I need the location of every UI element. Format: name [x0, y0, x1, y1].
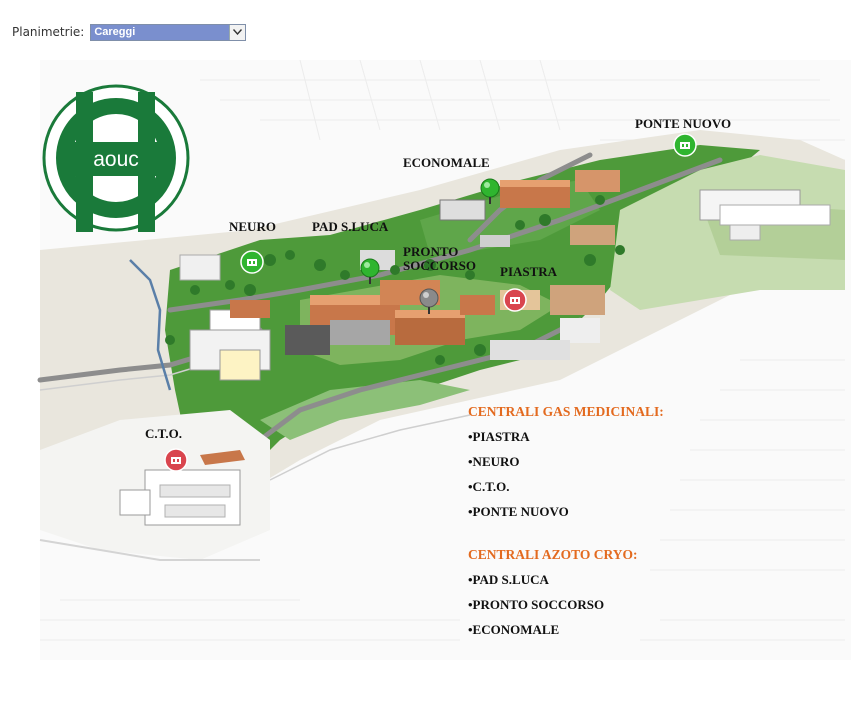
select-value: Careggi	[94, 25, 136, 38]
label-pronto-soccorso: PRONTO SOCCORSO	[403, 244, 476, 273]
legend-azoto-item: •PAD S.LUCA	[468, 572, 549, 587]
legend-azoto-title: CENTRALI AZOTO CRYO:	[468, 547, 638, 562]
aouc-logo: aouc	[42, 84, 190, 232]
chevron-down-icon[interactable]	[229, 24, 246, 40]
legend-azoto-item: •ECONOMALE	[468, 622, 560, 637]
legend-gas-item: •NEURO	[468, 454, 520, 469]
label-cto: C.T.O.	[145, 426, 182, 441]
ponte-nuovo-marker[interactable]	[673, 133, 697, 161]
pronto-soccorso-marker[interactable]	[419, 288, 439, 318]
legend-azoto-item: •PRONTO SOCCORSO	[468, 597, 605, 612]
legend-gas-item: •PONTE NUOVO	[468, 504, 569, 519]
piastra-marker[interactable]	[503, 288, 527, 316]
map-illustration	[37, 59, 851, 660]
toolbar: Planimetrie: Careggi	[12, 22, 247, 42]
economale-marker[interactable]	[480, 178, 500, 208]
label-piastra: PIASTRA	[500, 264, 558, 279]
pad-sluca-marker[interactable]	[360, 258, 380, 288]
neuro-marker[interactable]	[240, 250, 264, 278]
label-neuro: NEURO	[229, 219, 276, 234]
planimetrie-select[interactable]: Careggi	[90, 23, 247, 41]
cto-marker[interactable]	[164, 448, 188, 476]
legend-gas-title: CENTRALI GAS MEDICINALI:	[468, 404, 664, 419]
legend: CENTRALI GAS MEDICINALI: •PIASTRA •NEURO…	[468, 404, 664, 647]
planimetrie-label: Planimetrie:	[12, 25, 85, 39]
label-pad-sluca: PAD S.LUCA	[312, 219, 389, 234]
legend-gas-item: •PIASTRA	[468, 429, 530, 444]
legend-gas-item: •C.T.O.	[468, 479, 510, 494]
campus-map: aouc PONTE NUOVO ECONOMALE NEURO PAD S.L…	[0, 59, 851, 680]
label-ponte-nuovo: PONTE NUOVO	[635, 116, 732, 131]
logo-text: aouc	[93, 148, 139, 171]
label-economale: ECONOMALE	[403, 155, 490, 170]
